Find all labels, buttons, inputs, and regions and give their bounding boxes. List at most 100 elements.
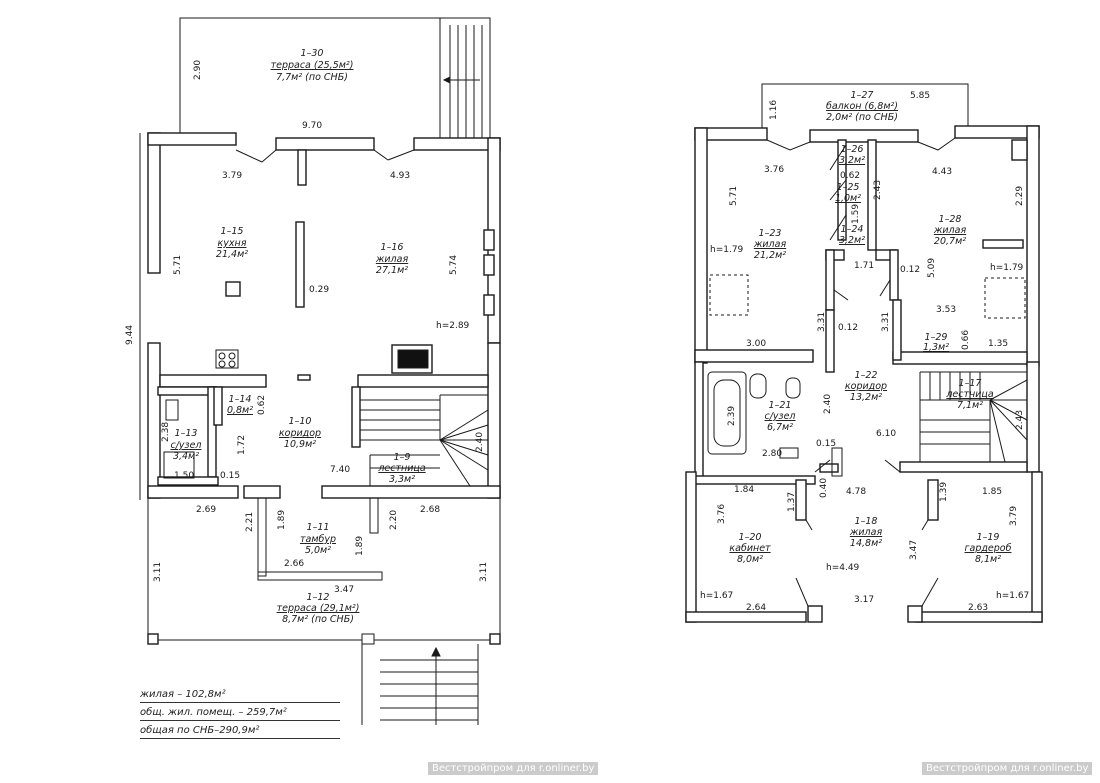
dim-label: 3.76 [764,165,784,175]
room-1-14: 1–14 0,8м² [227,394,253,416]
svg-text:3,2м²: 3,2м² [839,235,865,246]
dim-label: 2.68 [420,505,440,515]
dim-label: 2.29 [1015,186,1025,206]
dim-label: 0.15 [816,439,836,449]
room-1-23: 1–23 жилая 21,2м² [753,228,787,261]
dim-label: 2.43 [1015,410,1025,430]
dim-label: 0.12 [900,265,920,275]
dim-label: 1.84 [734,485,754,495]
dim-label: 2.66 [284,559,304,569]
total-living-premises: общ. жил. помещ. – 259,7м² [140,706,340,721]
dim-label: 2.90 [193,60,203,80]
svg-text:1–19: 1–19 [977,532,1000,543]
dim-label: 2.20 [389,510,399,530]
svg-text:20,7м²: 20,7м² [934,236,966,247]
svg-text:коридор: коридор [279,428,321,439]
svg-text:тамбур: тамбур [300,534,336,545]
room-1-30: 1–30 терраса (25,5м²) 7,7м² (по СНБ) [271,48,354,83]
svg-text:кухня: кухня [218,238,247,249]
svg-text:1–27: 1–27 [851,90,874,101]
dim-label: 3.11 [479,562,489,582]
dim-label: 1.89 [277,510,287,530]
room-1-17: 1–17 лестница 7,1м² [945,378,994,411]
dim-label: 1.50 [174,471,194,481]
living-area-total: жилая – 102,8м² [140,688,340,703]
svg-text:1–29: 1–29 [925,332,948,343]
dim-label: 4.78 [846,487,866,497]
dim-label: 3.00 [746,339,766,349]
dim-label: h=1.67 [996,591,1029,601]
svg-text:балкон (6,8м²): балкон (6,8м²) [826,101,898,112]
dim-label: 5.85 [910,91,930,101]
dim-label: 1.16 [769,100,779,120]
room-1-11: 1–11 тамбур 5,0м² [300,522,336,556]
svg-text:лестница: лестница [945,389,994,400]
dim-label: 5.09 [927,258,937,278]
upper-room-labels: 1–27 балкон (6,8м²) 2,0м² (по СНБ) 1–26 … [729,90,1011,565]
svg-text:1–15: 1–15 [221,226,244,237]
dim-label: 4.43 [932,167,952,177]
room-1-27: 1–27 балкон (6,8м²) 2,0м² (по СНБ) [826,90,898,123]
svg-text:1–30: 1–30 [301,48,324,59]
room-1-15: 1–15 кухня 21,4м² [216,226,248,260]
watermark-left: Вестстройпром для r.onliner.by [428,762,599,775]
svg-text:1–12: 1–12 [307,592,330,603]
dim-label: 2.80 [762,449,782,459]
svg-text:1–23: 1–23 [759,228,782,239]
svg-text:1–9: 1–9 [394,452,411,463]
svg-text:1–21: 1–21 [769,400,792,411]
dim-label: 4.93 [390,171,410,181]
watermark-right: Вестстройпром для r.onliner.by [922,762,1093,775]
svg-text:8,0м²: 8,0м² [737,554,763,565]
room-1-22: 1–22 коридор 13,2м² [845,370,887,403]
dim-label: 1.39 [939,482,949,502]
svg-text:1–17: 1–17 [959,378,982,389]
room-1-12: 1–12 терраса (29,1м²) 8,7м² (по СНБ) [277,592,360,625]
dim-label: 2.21 [245,512,255,532]
dim-label: 0.12 [838,323,858,333]
svg-text:терраса (29,1м²): терраса (29,1м²) [277,603,360,614]
dim-label: 1.37 [787,492,797,512]
dim-label: 3.79 [222,171,242,181]
dim-label: 7.40 [330,465,350,475]
svg-text:1,0м²: 1,0м² [835,193,861,204]
dim-label: h=1.79 [990,263,1024,273]
dim-label: 1.72 [237,435,247,455]
dim-label: 0.15 [220,471,240,481]
dim-label: 2.64 [746,603,766,613]
room-1-29: 1–29 1,3м² [923,332,949,353]
dim-label: 0.29 [309,285,329,295]
dim-label: 1.59 [851,204,861,224]
svg-text:1–13: 1–13 [175,428,198,439]
dim-label: 3.31 [817,312,827,332]
dim-label: h=4.49 [826,563,860,573]
svg-text:2,0м² (по СНБ): 2,0м² (по СНБ) [826,112,898,123]
total-area-snb: общая по СНБ–290,9м² [140,724,340,739]
room-1-21: 1–21 с/узел 6,7м² [764,400,795,433]
entrance-stairs [361,633,479,725]
svg-text:1–10: 1–10 [289,416,312,427]
dim-label: 0.62 [257,395,267,415]
svg-text:14,8м²: 14,8м² [850,538,882,549]
ground-floor-plan [139,17,501,725]
svg-text:21,4м²: 21,4м² [216,249,248,260]
svg-text:3,2м²: 3,2м² [839,155,865,166]
svg-text:7,7м² (по СНБ): 7,7м² (по СНБ) [276,72,348,83]
dim-label: 3.47 [334,585,354,595]
dim-label: 1.71 [854,261,874,271]
area-summary: жилая – 102,8м² общ. жил. помещ. – 259,7… [140,688,340,742]
svg-text:1,3м²: 1,3м² [923,342,949,353]
dim-label: h=1.67 [700,591,733,601]
room-1-28: 1–28 жилая 20,7м² [933,214,967,247]
svg-text:6,7м²: 6,7м² [767,422,793,433]
svg-text:8,1м²: 8,1м² [975,554,1001,565]
dim-label: 3.17 [854,595,874,605]
dim-label: 9.70 [302,121,322,131]
dim-label: 0.66 [961,330,971,350]
interior-stairs-upper [919,371,1028,463]
room-1-24: 1–24 3,2м² [839,224,865,246]
svg-text:коридор: коридор [845,381,887,392]
dim-label: 2.39 [727,406,737,426]
svg-text:1–25: 1–25 [837,182,860,193]
